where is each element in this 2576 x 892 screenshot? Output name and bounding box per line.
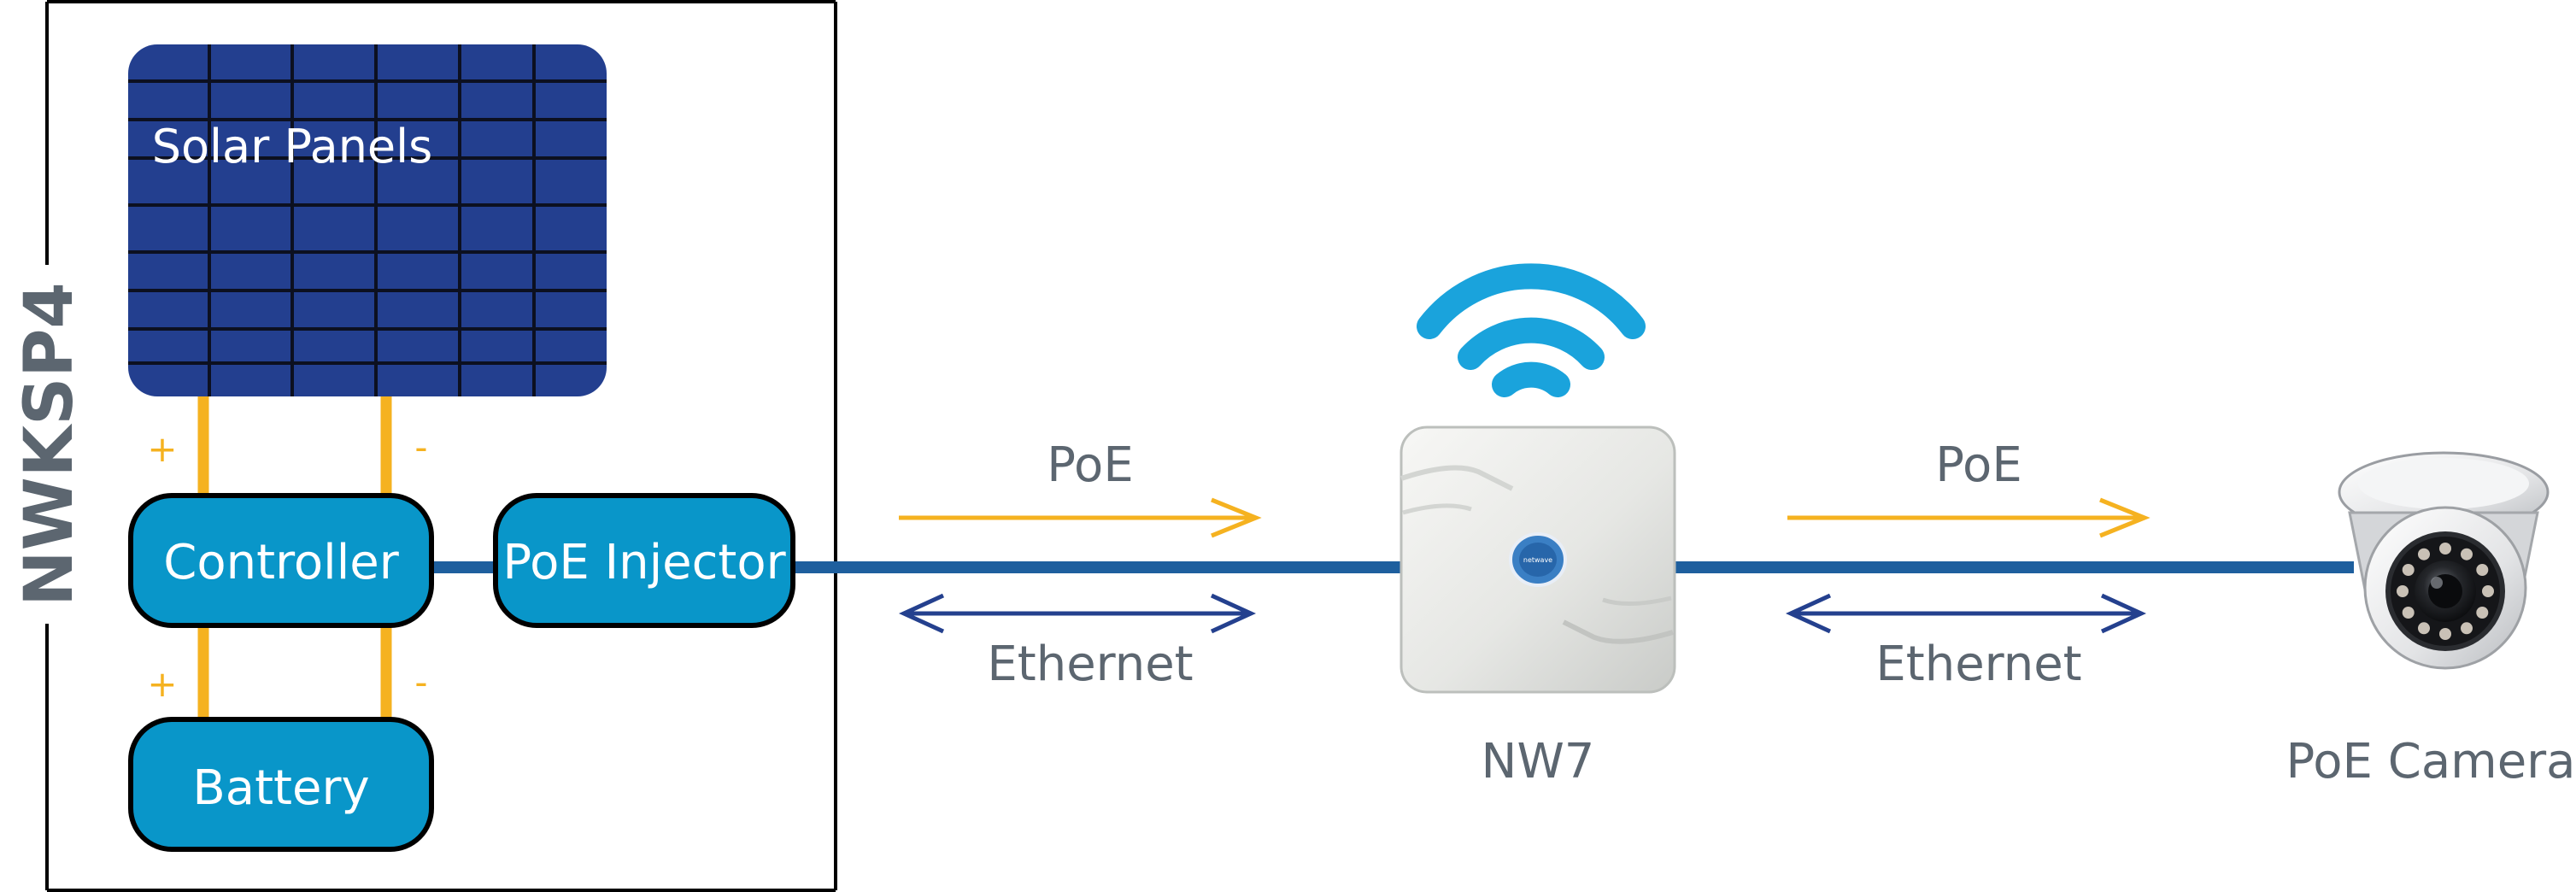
solar-panel <box>128 44 607 396</box>
poe-label-left: PoE <box>1047 437 1133 493</box>
kit-label: NWKSP4 <box>11 282 88 606</box>
poe-injector-module <box>493 493 795 628</box>
poe-injector-label: PoE Injector <box>502 535 786 590</box>
plus-sign-bottom: + <box>147 663 177 705</box>
ethernet-arrow-left <box>898 593 1257 634</box>
poe-camera-icon <box>2338 451 2550 670</box>
battery-module <box>128 717 434 852</box>
plus-sign-top: + <box>147 428 177 470</box>
controller-label: Controller <box>163 535 399 590</box>
minus-sign-top: - <box>414 426 427 468</box>
poe-label-right: PoE <box>1935 437 2021 493</box>
kit-enclosure <box>45 0 837 892</box>
controller-module <box>128 493 434 628</box>
access-point-label: NW7 <box>1482 734 1595 789</box>
solar-panels-label: Solar Panels <box>152 120 433 173</box>
wifi-icon <box>1417 263 1646 397</box>
battery-label: Battery <box>192 760 369 816</box>
access-point-device <box>1399 425 1676 694</box>
ethernet-label-right: Ethernet <box>1875 637 2081 692</box>
poe-arrow-left <box>899 497 1262 538</box>
poe-camera-label: PoE Camera <box>2286 734 2576 789</box>
access-point-badge: netwave <box>1523 556 1552 564</box>
minus-sign-bottom: - <box>414 661 427 703</box>
poe-arrow-right <box>1787 497 2151 538</box>
ethernet-label-left: Ethernet <box>987 637 1193 692</box>
ethernet-arrow-right <box>1785 593 2147 634</box>
dc-wires <box>197 396 392 723</box>
